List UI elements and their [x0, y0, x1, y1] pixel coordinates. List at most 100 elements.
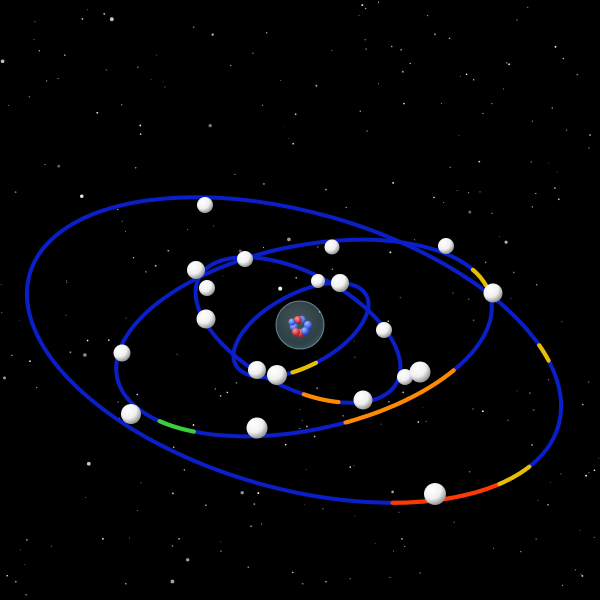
proton — [294, 316, 302, 324]
electron — [438, 238, 454, 254]
star — [390, 45, 393, 48]
star — [234, 173, 236, 176]
orbit-trail — [157, 419, 196, 434]
star — [96, 111, 99, 114]
star — [139, 124, 142, 127]
star — [526, 6, 529, 9]
star — [516, 390, 518, 392]
star — [132, 257, 135, 259]
star — [354, 515, 356, 517]
star — [531, 444, 533, 446]
star — [171, 545, 174, 547]
star — [325, 188, 327, 191]
star — [560, 473, 562, 475]
electron — [311, 274, 325, 288]
orbit-trail — [470, 267, 488, 288]
star — [513, 271, 515, 274]
star — [29, 360, 31, 363]
star — [473, 79, 475, 81]
star — [125, 317, 127, 319]
star — [288, 138, 290, 139]
star — [46, 80, 48, 82]
star — [345, 206, 347, 209]
star — [14, 580, 17, 583]
star — [433, 196, 435, 199]
star — [101, 537, 104, 540]
star — [353, 465, 355, 467]
star — [499, 235, 501, 238]
star — [353, 340, 355, 342]
star — [34, 21, 36, 23]
star — [585, 474, 587, 477]
star — [481, 410, 484, 413]
star — [24, 564, 25, 565]
star — [81, 17, 84, 20]
star — [173, 446, 175, 448]
star — [453, 521, 455, 523]
star — [508, 63, 511, 66]
star — [484, 261, 487, 264]
star — [505, 61, 508, 64]
star — [287, 237, 291, 242]
star — [472, 319, 475, 322]
star — [284, 443, 287, 446]
star — [117, 401, 119, 403]
star — [467, 191, 470, 194]
star — [401, 538, 403, 540]
star — [220, 541, 222, 543]
star — [465, 73, 468, 76]
star — [561, 321, 563, 323]
star — [6, 574, 8, 577]
orbit-trail — [301, 392, 341, 405]
star — [588, 472, 590, 474]
star — [588, 147, 590, 149]
star — [263, 246, 265, 249]
star — [292, 142, 295, 145]
star — [479, 191, 481, 193]
star — [491, 212, 493, 215]
star — [230, 64, 232, 67]
electron — [246, 417, 268, 439]
star — [301, 420, 303, 422]
nucleus — [275, 300, 325, 350]
star — [86, 461, 91, 466]
star — [80, 194, 84, 198]
star — [365, 48, 367, 50]
star — [50, 545, 52, 547]
star — [294, 113, 297, 115]
star — [478, 160, 481, 163]
star — [531, 206, 534, 208]
star — [214, 388, 216, 390]
star — [186, 228, 189, 231]
star — [205, 504, 207, 507]
orbit-trail — [497, 464, 532, 487]
star — [399, 296, 401, 299]
star — [322, 507, 324, 510]
star — [401, 70, 404, 73]
star — [208, 123, 212, 128]
star — [124, 230, 126, 232]
star — [503, 88, 504, 90]
star — [262, 104, 263, 106]
star — [292, 571, 294, 574]
star — [576, 73, 579, 76]
star — [192, 424, 195, 426]
star — [593, 536, 595, 538]
star — [261, 523, 263, 525]
star — [516, 19, 518, 21]
neutron — [301, 327, 309, 335]
star — [593, 469, 596, 472]
star — [105, 69, 107, 71]
star — [129, 537, 131, 539]
star — [491, 103, 493, 105]
star — [235, 382, 238, 384]
star — [426, 14, 429, 17]
neutron — [288, 318, 296, 326]
star — [468, 210, 472, 214]
star — [219, 395, 222, 397]
star — [192, 26, 195, 28]
star — [581, 403, 584, 406]
electron — [237, 251, 253, 267]
star — [468, 471, 471, 473]
